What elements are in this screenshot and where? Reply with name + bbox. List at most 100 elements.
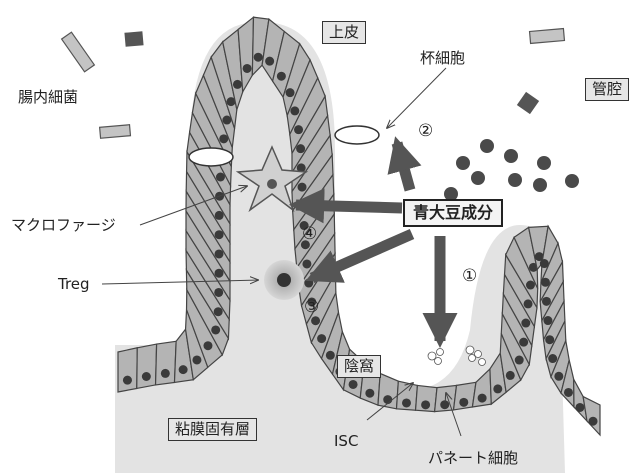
cell-nucleus bbox=[253, 52, 263, 62]
cell-nucleus bbox=[477, 393, 487, 403]
cell-nucleus bbox=[294, 125, 304, 135]
cell-nucleus bbox=[265, 56, 275, 66]
cell-nucleus bbox=[122, 375, 132, 385]
cell-nucleus bbox=[521, 318, 531, 328]
arrow-to-macrophage bbox=[288, 188, 403, 224]
treg-label: Treg bbox=[58, 275, 90, 293]
cell-nucleus bbox=[307, 297, 317, 307]
effect-arrows bbox=[288, 136, 458, 349]
macrophage-label: マクロファージ bbox=[11, 216, 116, 234]
cell-nucleus bbox=[214, 287, 224, 297]
goblet-cell-left bbox=[188, 147, 234, 167]
cell-nucleus bbox=[141, 371, 151, 381]
cell-nucleus bbox=[215, 172, 225, 182]
goblet-cell-label: 杯細胞 bbox=[420, 49, 466, 67]
epithelial-cell bbox=[582, 395, 601, 437]
cell-nucleus bbox=[214, 210, 224, 220]
marker-1: ① bbox=[462, 266, 478, 286]
cell-nucleus bbox=[519, 337, 529, 347]
cell-nucleus bbox=[214, 268, 224, 278]
cell-nucleus bbox=[296, 144, 306, 154]
paneth-cell-label: パネート細胞 bbox=[428, 449, 519, 467]
lamina-propria-region bbox=[115, 21, 565, 473]
ingredient-particles bbox=[444, 139, 579, 201]
cell-nucleus bbox=[311, 316, 321, 326]
cell-nucleus bbox=[528, 262, 538, 272]
gut-bacteria-label: 腸内細菌 bbox=[18, 88, 79, 106]
marker-3: ③ bbox=[304, 297, 320, 317]
cell-nucleus bbox=[514, 355, 524, 365]
cell-nucleus bbox=[226, 97, 236, 107]
cell-nucleus bbox=[493, 384, 503, 394]
leader-lines bbox=[101, 67, 462, 437]
cell-nucleus bbox=[214, 230, 224, 240]
marker-4: ④ bbox=[302, 224, 318, 244]
treg-cell bbox=[264, 260, 304, 300]
ingredient-label: 青大豆成分 bbox=[403, 199, 504, 227]
bacterium-dark bbox=[124, 31, 144, 47]
cell-nucleus bbox=[401, 398, 411, 408]
cell-nucleus bbox=[365, 388, 375, 398]
cell-nucleus bbox=[325, 350, 335, 360]
cell-nucleus bbox=[575, 402, 585, 412]
cell-nucleus bbox=[192, 355, 202, 365]
bacterium-rod bbox=[60, 31, 96, 73]
cell-nucleus bbox=[523, 299, 533, 309]
epithelial-cell bbox=[136, 343, 158, 390]
cell-nucleus bbox=[554, 371, 564, 381]
cell-nucleus bbox=[545, 335, 555, 345]
cell-nucleus bbox=[219, 134, 229, 144]
macrophage-cell bbox=[235, 145, 309, 213]
bacterium-rod bbox=[528, 27, 566, 45]
cell-nucleus bbox=[160, 368, 170, 378]
cell-nucleus bbox=[211, 325, 221, 335]
arrow-to-goblet bbox=[387, 136, 422, 192]
cell-nucleus bbox=[548, 354, 558, 364]
cell-nucleus bbox=[505, 370, 515, 380]
epithelium-label: 上皮 bbox=[322, 21, 367, 44]
cell-nucleus bbox=[214, 249, 224, 259]
gut-bacteria bbox=[60, 27, 566, 139]
lamina-propria-label: 粘膜固有層 bbox=[168, 418, 258, 441]
cell-nucleus bbox=[534, 252, 544, 262]
bacterium-rod bbox=[98, 124, 132, 139]
isc-label: ISC bbox=[334, 432, 359, 450]
cell-nucleus bbox=[543, 316, 553, 326]
cell-nucleus bbox=[203, 341, 213, 351]
paneth-granules bbox=[427, 345, 486, 366]
cell-nucleus bbox=[178, 365, 188, 375]
cell-nucleus bbox=[539, 259, 549, 269]
epithelial-cell bbox=[154, 340, 177, 386]
marker-2: ② bbox=[418, 121, 434, 141]
cell-nucleus bbox=[317, 334, 327, 344]
cell-nucleus bbox=[540, 277, 550, 287]
cell-nucleus bbox=[285, 88, 295, 98]
cell-nucleus bbox=[421, 400, 431, 410]
cell-nucleus bbox=[276, 71, 286, 81]
cell-nucleus bbox=[213, 307, 223, 317]
cell-nucleus bbox=[232, 79, 242, 89]
cell-nucleus bbox=[563, 387, 573, 397]
cell-nucleus bbox=[348, 379, 358, 389]
bacterium-dark bbox=[516, 91, 540, 115]
cell-nucleus bbox=[304, 278, 314, 288]
goblet-cell-right bbox=[334, 125, 380, 145]
cell-nucleus bbox=[459, 397, 469, 407]
cell-nucleus bbox=[440, 400, 450, 410]
cell-nucleus bbox=[588, 416, 598, 426]
cell-nucleus bbox=[296, 163, 306, 173]
cell-nucleus bbox=[297, 182, 307, 192]
epithelial-cell bbox=[117, 347, 138, 393]
cell-nucleus bbox=[300, 240, 310, 250]
cell-nucleus bbox=[290, 106, 300, 116]
crypt-label: 陰窩 bbox=[337, 355, 382, 378]
cell-nucleus bbox=[222, 115, 232, 125]
lumen-label: 管腔 bbox=[585, 78, 630, 101]
cell-nucleus bbox=[525, 280, 535, 290]
cell-nucleus bbox=[541, 296, 551, 306]
cell-nucleus bbox=[302, 259, 312, 269]
arrow-to-treg bbox=[305, 228, 415, 284]
cell-nucleus bbox=[242, 63, 252, 73]
